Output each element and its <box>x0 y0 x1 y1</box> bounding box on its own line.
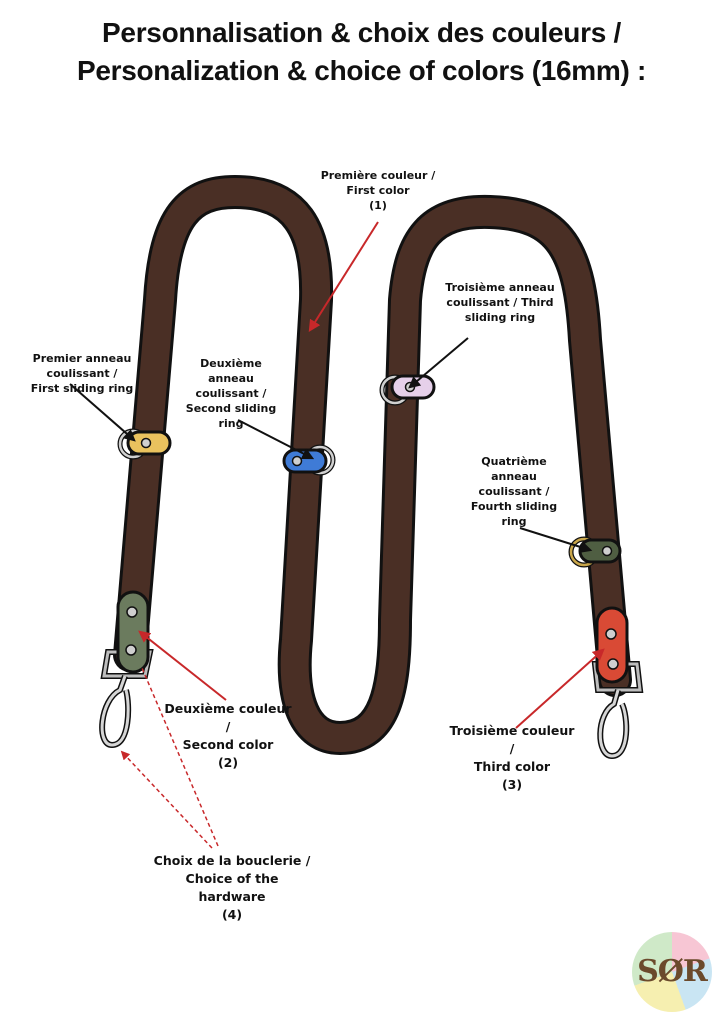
title-line-2: Personalization & choice of colors (16mm… <box>76 55 646 86</box>
arrow-fourth-ring <box>519 527 593 553</box>
arrow-second-ring <box>237 419 315 460</box>
label-fourth-sliding-ring: Quatrième anneau coulissant / Fourth sli… <box>470 455 558 528</box>
label-hardware: Choix de la bouclerie / Choice of the ha… <box>153 853 311 922</box>
logo-text: SØR <box>637 954 708 989</box>
arrow-third-ring <box>408 337 469 389</box>
rivet <box>605 628 617 640</box>
label-third-sliding-ring: Troisième anneau coulissant / Third slid… <box>445 281 555 324</box>
rivet <box>125 644 137 656</box>
arrow-first-color <box>308 221 379 333</box>
arrow-hardware-2 <box>141 667 219 847</box>
arrow-third-color <box>515 648 605 729</box>
arrow-first-ring <box>69 383 136 442</box>
page-title: Personnalisation & choix des couleurs / … <box>0 14 723 90</box>
third-color-tab <box>595 606 629 684</box>
arrow-hardware-1 <box>120 750 213 849</box>
label-second-sliding-ring: Deuxième anneau coulissant / Second slid… <box>185 357 277 430</box>
second-sliding-ring <box>282 444 336 476</box>
rivet <box>126 606 138 618</box>
label-first-color: Première couleur / First color (1) <box>320 169 436 212</box>
second-color-tab <box>116 590 150 674</box>
label-first-sliding-ring: Premier anneau coulissant / First slidin… <box>30 352 134 395</box>
brand-logo: SØR <box>632 932 712 1012</box>
label-third-color: Troisième couleur / Third color (3) <box>449 723 575 792</box>
strap-body <box>116 178 629 752</box>
title-line-1: Personnalisation & choix des couleurs / <box>102 17 621 48</box>
rivet <box>607 658 619 670</box>
arrow-second-color <box>138 630 227 701</box>
label-second-color: Deuxième couleur / Second color (2) <box>164 701 292 770</box>
fourth-sliding-ring <box>568 536 622 568</box>
